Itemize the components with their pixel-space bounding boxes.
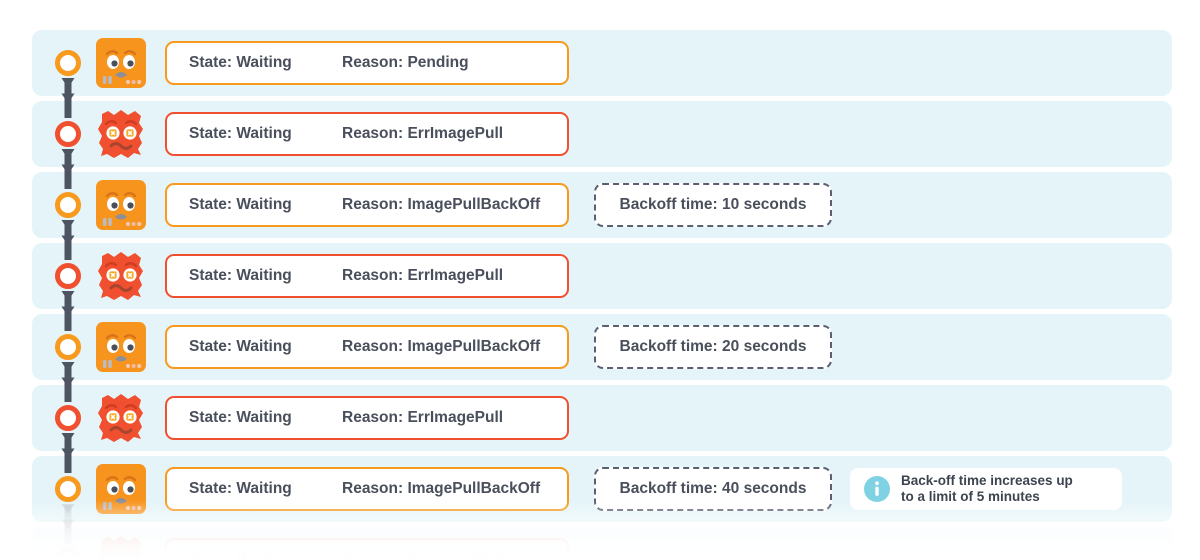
timeline-step[interactable]: State: Waiting Reason: ErrImagePull bbox=[0, 527, 1200, 560]
info-icon bbox=[864, 476, 890, 502]
orange-ring-node[interactable] bbox=[55, 192, 81, 218]
info-icon-wrap bbox=[864, 476, 890, 502]
pod-waiting-orange-icon bbox=[95, 179, 147, 231]
reason-label: Reason: ImagePullBackOff bbox=[342, 338, 541, 355]
timeline-step[interactable]: State: Waiting Reason: ImagePullBackOff Ba… bbox=[0, 314, 1200, 380]
pod-status-box[interactable]: State: Waiting Reason: Pending bbox=[165, 41, 569, 85]
pod-status-box[interactable]: State: Waiting Reason: ImagePullBackOff bbox=[165, 467, 569, 511]
pod-waiting-orange-icon bbox=[96, 180, 146, 230]
red-ring-node[interactable] bbox=[55, 405, 81, 431]
pod-status-box[interactable]: State: Waiting Reason: ImagePullBackOff bbox=[165, 325, 569, 369]
pod-error-red-icon bbox=[95, 534, 147, 560]
pod-waiting-orange-icon bbox=[96, 464, 146, 514]
pod-error-red-icon bbox=[95, 108, 147, 160]
timeline-step[interactable]: State: Waiting Reason: Pending bbox=[0, 30, 1200, 96]
state-label: State: Waiting bbox=[189, 125, 292, 142]
pod-status-box[interactable]: State: Waiting Reason: ErrImagePull bbox=[165, 112, 569, 156]
red-ring-node[interactable] bbox=[55, 547, 81, 560]
pod-waiting-orange-icon bbox=[96, 322, 146, 372]
red-ring-node[interactable] bbox=[55, 263, 81, 289]
reason-label: Reason: ImagePullBackOff bbox=[342, 196, 541, 213]
pod-error-red-icon bbox=[98, 252, 143, 300]
state-label: State: Waiting bbox=[189, 54, 292, 71]
pod-status-box[interactable]: State: Waiting Reason: ImagePullBackOff bbox=[165, 183, 569, 227]
backoff-time-box: Backoff time: 10 seconds bbox=[594, 183, 832, 227]
orange-ring-node[interactable] bbox=[55, 476, 81, 502]
pod-error-red-icon bbox=[95, 392, 147, 444]
reason-label: Reason: Pending bbox=[342, 54, 469, 71]
pod-waiting-orange-icon bbox=[95, 321, 147, 373]
state-label: State: Waiting bbox=[189, 409, 292, 426]
backoff-time-box: Backoff time: 40 seconds bbox=[594, 467, 832, 511]
backoff-time-label: Backoff time: 10 seconds bbox=[619, 196, 807, 213]
pod-status-box[interactable]: State: Waiting Reason: ErrImagePull bbox=[165, 396, 569, 440]
timeline-step[interactable]: State: Waiting Reason: ImagePullBackOff Ba… bbox=[0, 456, 1200, 522]
timeline-step[interactable]: State: Waiting Reason: ErrImagePull bbox=[0, 243, 1200, 309]
state-label: State: Waiting bbox=[189, 480, 292, 497]
pod-waiting-orange-icon bbox=[95, 463, 147, 515]
state-label: State: Waiting bbox=[189, 196, 292, 213]
state-label: State: Waiting bbox=[189, 267, 292, 284]
timeline-step[interactable]: State: Waiting Reason: ErrImagePull bbox=[0, 385, 1200, 451]
red-ring-node[interactable] bbox=[55, 121, 81, 147]
pod-status-box[interactable]: State: Waiting Reason: ErrImagePull bbox=[165, 538, 569, 560]
orange-ring-node[interactable] bbox=[55, 334, 81, 360]
pod-waiting-orange-icon bbox=[96, 38, 146, 88]
pod-waiting-orange-icon bbox=[95, 37, 147, 89]
pod-status-box[interactable]: State: Waiting Reason: ErrImagePull bbox=[165, 254, 569, 298]
timeline-step[interactable]: State: Waiting Reason: ErrImagePull bbox=[0, 101, 1200, 167]
info-callout: Back-off time increases up to a limit of… bbox=[850, 468, 1122, 510]
reason-label: Reason: ErrImagePull bbox=[342, 409, 504, 426]
reason-label: Reason: ErrImagePull bbox=[342, 551, 504, 560]
reason-label: Reason: ImagePullBackOff bbox=[342, 480, 541, 497]
backoff-time-label: Backoff time: 20 seconds bbox=[619, 338, 807, 355]
state-label: State: Waiting bbox=[189, 551, 292, 560]
pod-error-red-icon bbox=[98, 110, 143, 158]
timeline-step[interactable]: State: Waiting Reason: ImagePullBackOff Ba… bbox=[0, 172, 1200, 238]
backoff-time-box: Backoff time: 20 seconds bbox=[594, 325, 832, 369]
pod-error-red-icon bbox=[98, 394, 143, 442]
pod-error-red-icon bbox=[95, 250, 147, 302]
backoff-time-label: Backoff time: 40 seconds bbox=[619, 480, 807, 497]
info-callout-text: Back-off time increases up to a limit of… bbox=[901, 472, 1073, 504]
pod-error-red-icon bbox=[98, 536, 143, 560]
reason-label: Reason: ErrImagePull bbox=[342, 125, 504, 142]
reason-label: Reason: ErrImagePull bbox=[342, 267, 504, 284]
state-label: State: Waiting bbox=[189, 338, 292, 355]
orange-ring-node[interactable] bbox=[55, 50, 81, 76]
